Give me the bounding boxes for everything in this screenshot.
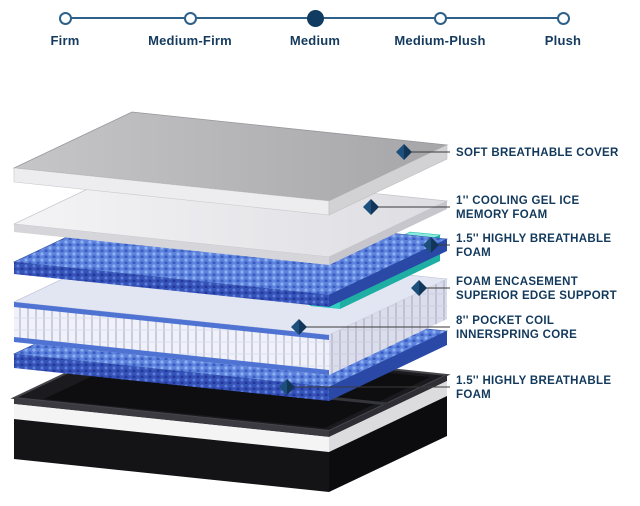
diamond-marker-icon xyxy=(291,319,299,335)
callout-label: SUPERIOR EDGE SUPPORT xyxy=(456,290,617,302)
firmness-step-medium-firm[interactable]: Medium-Firm xyxy=(125,8,255,48)
callout-label: FOAM ENCASEMENT xyxy=(456,276,578,288)
callout-label: INNERSPRING CORE xyxy=(456,329,577,341)
firmness-dot-icon xyxy=(183,11,197,25)
dot-wrap xyxy=(498,8,628,28)
base-white-band-front xyxy=(14,404,329,452)
callout-label: 1'' COOLING GEL ICE xyxy=(456,195,579,207)
callouts: SOFT BREATHABLE COVER 1'' COOLING GEL IC… xyxy=(279,144,619,401)
cover-right-face xyxy=(328,144,448,216)
foam-bottom-right-face xyxy=(329,331,447,401)
firmness-label: Medium-Firm xyxy=(148,33,232,48)
firmness-dot-icon xyxy=(58,11,72,25)
firmness-label: Medium xyxy=(289,33,341,48)
base-white-band-right xyxy=(329,381,447,452)
diamond-marker-icon xyxy=(279,379,287,395)
callout-label: MEMORY FOAM xyxy=(456,209,547,221)
firmness-label: Firm xyxy=(50,33,80,48)
base-trim-front xyxy=(14,398,329,437)
coil-front-face xyxy=(14,302,329,375)
diamond-marker-icon xyxy=(299,319,307,335)
firmness-dot-selected-icon xyxy=(306,9,324,27)
firmness-step-medium[interactable]: Medium xyxy=(250,8,380,48)
foam-top-front-face xyxy=(14,262,329,307)
firmness-label: Medium-Plush xyxy=(394,33,486,48)
firmness-dot-icon xyxy=(433,11,447,25)
firmness-label: Plush xyxy=(544,33,582,48)
dot-wrap xyxy=(125,8,255,28)
coil-top-stripe xyxy=(14,302,329,340)
firmness-step-firm[interactable]: Firm xyxy=(0,8,130,48)
callout-label: 1.5'' HIGHLY BREATHABLE xyxy=(456,233,611,245)
diamond-marker-icon xyxy=(423,237,431,253)
diamond-marker-icon xyxy=(404,144,412,160)
firmness-step-plush[interactable]: Plush xyxy=(498,8,628,48)
firmness-selector: Firm Medium-Firm Medium Medium-Plush Plu… xyxy=(0,0,640,70)
diamond-marker-icon xyxy=(363,199,371,215)
dot-wrap xyxy=(375,8,505,28)
callout-label: SOFT BREATHABLE COVER xyxy=(456,147,619,159)
callout-label: 1.5'' HIGHLY BREATHABLE xyxy=(456,375,611,387)
diamond-marker-icon xyxy=(431,237,439,253)
gel-right-face xyxy=(329,201,447,265)
layer-soft-cover xyxy=(12,111,449,216)
foam-bottom-front-face xyxy=(14,354,329,401)
diamond-marker-icon xyxy=(396,144,404,160)
callout-label: FOAM xyxy=(456,389,491,401)
coil-bottom-stripe xyxy=(14,337,329,375)
foam-top-right-face xyxy=(329,239,447,307)
diamond-marker-icon xyxy=(371,199,379,215)
firmness-dot-icon xyxy=(556,11,570,25)
diamond-marker-icon xyxy=(287,379,295,395)
dot-wrap xyxy=(0,8,130,28)
gel-front-face xyxy=(14,224,329,265)
base-body-front xyxy=(14,419,329,492)
callout-label: FOAM xyxy=(456,247,491,259)
base-trim-right xyxy=(329,375,447,437)
diamond-marker-icon xyxy=(411,280,419,296)
diamond-marker-icon xyxy=(419,280,427,296)
dot-wrap xyxy=(250,8,380,28)
base-body-right xyxy=(329,396,447,492)
firmness-step-medium-plush[interactable]: Medium-Plush xyxy=(375,8,505,48)
callout-label: 8'' POCKET COIL xyxy=(456,315,554,327)
